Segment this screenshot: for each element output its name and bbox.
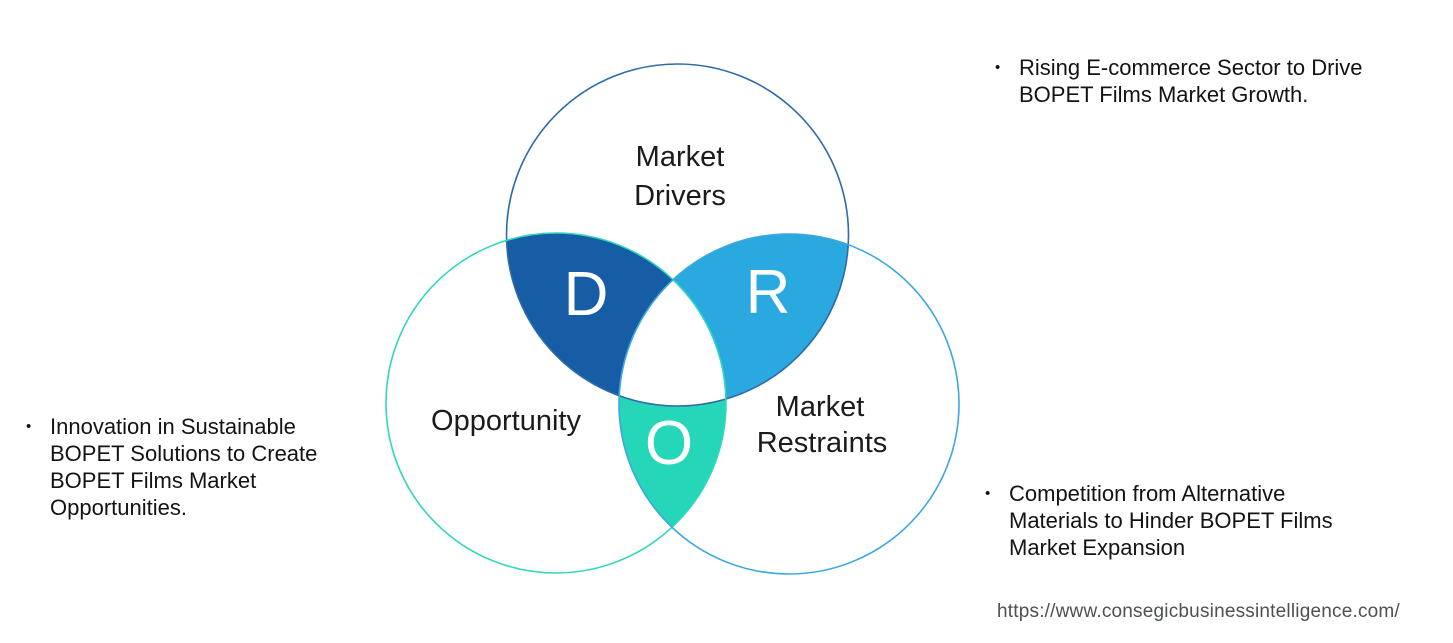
restraints-bullet: • Competition from Alternative Materials…: [985, 480, 1333, 561]
restraints-label-line1: Market: [776, 391, 865, 423]
restraints-letter: R: [746, 258, 791, 327]
restraints-circle-outline: [618, 233, 960, 575]
drivers-letter: D: [564, 260, 609, 329]
opportunity-bullet: • Innovation in Sustainable BOPET Soluti…: [26, 413, 317, 521]
bullet-dot-icon: •: [26, 418, 32, 435]
drivers-bullet: • Rising E-commerce Sector to Drive BOPE…: [995, 54, 1363, 108]
drivers-circle-outline: [505, 63, 850, 407]
restraints-bullet-text: Competition from Alternative Materials t…: [1009, 481, 1333, 560]
source-url: https://www.consegicbusinessintelligence…: [997, 601, 1400, 622]
opportunity-circle-outline: [385, 232, 727, 574]
drivers-label-line2: Drivers: [634, 180, 726, 212]
bullet-dot-icon: •: [985, 485, 991, 502]
restraints-label-line2: Restraints: [757, 427, 888, 459]
opportunity-letter: O: [645, 409, 693, 478]
bullet-dot-icon: •: [995, 59, 1001, 76]
opportunity-label: Opportunity: [431, 405, 581, 437]
opportunity-bullet-text: Innovation in Sustainable BOPET Solution…: [50, 414, 318, 520]
drivers-bullet-text: Rising E-commerce Sector to Drive BOPET …: [1019, 55, 1363, 107]
drivers-label-line1: Market: [636, 141, 725, 173]
